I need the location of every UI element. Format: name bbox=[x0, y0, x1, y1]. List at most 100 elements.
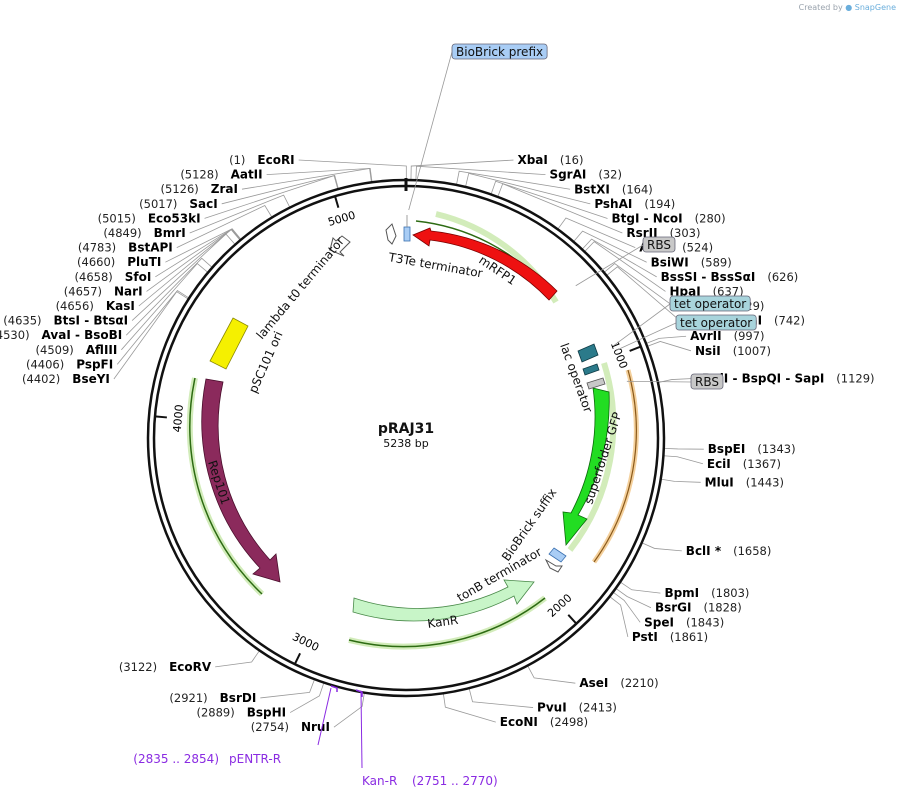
restriction-site[interactable]: BsiWI(589) bbox=[651, 255, 732, 269]
feature-box-label[interactable]: BioBrick prefix bbox=[451, 43, 548, 60]
restriction-site[interactable]: AflIII(4509) bbox=[36, 343, 118, 357]
restriction-site[interactable]: BsrGI(1828) bbox=[655, 601, 742, 615]
restriction-site[interactable]: NruI(2754) bbox=[251, 720, 330, 734]
restriction-site[interactable]: BspHI(2889) bbox=[197, 706, 287, 720]
restriction-site[interactable]: PstI(1861) bbox=[632, 630, 708, 644]
restriction-site[interactable]: KasI(4656) bbox=[56, 299, 135, 313]
site-name: AseI bbox=[579, 676, 608, 690]
restriction-site[interactable]: BtgI - NcoI(280) bbox=[612, 211, 726, 225]
site-connector bbox=[465, 172, 591, 205]
site-name: XbaI bbox=[517, 153, 547, 167]
feature-box-text: tet operator bbox=[674, 297, 746, 311]
site-position: (5128) bbox=[180, 168, 218, 182]
site-name: BsrDI bbox=[220, 691, 257, 705]
site-connector bbox=[410, 159, 514, 181]
feature-box-text: tet operator bbox=[680, 316, 752, 330]
site-connector bbox=[584, 241, 666, 292]
site-connector bbox=[260, 679, 315, 699]
restriction-site[interactable]: Eco53kI(5015) bbox=[98, 211, 201, 225]
feature-box-label[interactable]: RBS bbox=[690, 373, 724, 390]
site-name: SpeI bbox=[644, 615, 674, 629]
feature-box-label[interactable]: RBS bbox=[642, 236, 676, 253]
restriction-site[interactable]: BspEI(1343) bbox=[708, 442, 796, 456]
restriction-site[interactable]: HpaI(637) bbox=[669, 284, 743, 298]
restriction-site[interactable]: NarI(4657) bbox=[64, 284, 143, 298]
restriction-site[interactable]: EcoRI(1) bbox=[229, 153, 295, 167]
restriction-site[interactable]: BseYI(4402) bbox=[22, 372, 110, 386]
feature-superfolder-gfp[interactable]: superfolder GFP bbox=[562, 362, 639, 564]
site-position: (4658) bbox=[75, 270, 113, 284]
restriction-site[interactable]: EciI(1367) bbox=[707, 457, 781, 471]
restriction-site[interactable]: BpmI (1803) bbox=[664, 586, 749, 600]
site-name: BglI - BspQI - SapI bbox=[702, 371, 824, 385]
restriction-site[interactable]: XbaI(16) bbox=[517, 153, 583, 167]
site-lines bbox=[113, 159, 704, 728]
restriction-site[interactable]: BstXI(164) bbox=[574, 182, 653, 196]
site-connector bbox=[603, 263, 674, 307]
site-name: AvaI - BsoBI bbox=[42, 328, 123, 342]
site-position: (1) bbox=[229, 153, 245, 167]
restriction-site[interactable]: BclI *(1658) bbox=[686, 544, 772, 558]
restriction-site[interactable]: BstAPI(4783) bbox=[78, 241, 173, 255]
site-connector bbox=[468, 688, 534, 708]
restriction-site[interactable]: ZraI(5126) bbox=[161, 182, 238, 196]
restriction-site[interactable]: BglI - BspQI - SapI(1129) bbox=[702, 371, 875, 385]
feature-rep101[interactable]: Rep101 bbox=[186, 377, 281, 597]
restriction-site[interactable]: NsiI(1007) bbox=[695, 344, 771, 358]
restriction-site[interactable]: BmrI(4849) bbox=[103, 226, 185, 240]
feature-box-text: RBS bbox=[695, 375, 719, 389]
feature-box-label[interactable]: tet operator bbox=[669, 295, 751, 312]
feature-box-label[interactable]: tet operator bbox=[675, 314, 757, 331]
site-connector bbox=[298, 159, 407, 181]
restriction-site[interactable]: BtsI - BtsαI(4635) bbox=[3, 314, 128, 328]
box-connector bbox=[408, 51, 453, 211]
site-connector bbox=[116, 290, 190, 365]
site-position: (3122) bbox=[119, 660, 157, 674]
restriction-site[interactable]: SacI(5017) bbox=[139, 197, 218, 211]
restriction-site[interactable]: RsrII(303) bbox=[626, 226, 700, 240]
restriction-site[interactable]: PspFI(4406) bbox=[26, 357, 113, 371]
site-connector bbox=[663, 455, 703, 465]
site-name: SacI bbox=[189, 197, 217, 211]
restriction-site[interactable]: EcoNI(2498) bbox=[500, 715, 588, 729]
restriction-site[interactable]: AseI(2210) bbox=[579, 676, 658, 690]
primer-pentr-r[interactable]: (2835 .. 2854) pENTR-R bbox=[133, 685, 338, 766]
restriction-site[interactable]: AvaI - BsoBI (4530) bbox=[0, 328, 122, 342]
primer-kan-r[interactable]: Kan-R (2751 .. 2770) bbox=[355, 689, 498, 788]
tick-mark bbox=[334, 195, 340, 208]
site-name: KasI bbox=[106, 299, 135, 313]
restriction-site[interactable]: SfoI(4658) bbox=[75, 270, 152, 284]
feature-kanr[interactable]: KanR bbox=[348, 579, 547, 650]
site-position: (303) bbox=[670, 226, 701, 240]
restriction-site[interactable]: EcoRV(3122) bbox=[119, 660, 212, 674]
restriction-site[interactable]: BssSI - BssSαI(626) bbox=[661, 270, 799, 284]
tick-label: 5000 bbox=[326, 209, 357, 229]
site-connector bbox=[415, 165, 546, 181]
site-name: PstI bbox=[632, 630, 658, 644]
site-connector bbox=[615, 587, 652, 609]
site-connector bbox=[165, 228, 242, 263]
restriction-site[interactable]: SgrAI(32) bbox=[549, 168, 622, 182]
site-connector bbox=[215, 650, 260, 668]
site-position: (2754) bbox=[251, 720, 289, 734]
site-position: (1658) bbox=[733, 544, 771, 558]
site-name: NsiI bbox=[695, 344, 721, 358]
site-name: BtsI - BtsαI bbox=[54, 314, 129, 328]
restriction-site[interactable]: MluI(1443) bbox=[705, 475, 784, 489]
restriction-site[interactable]: PshAI(194) bbox=[594, 197, 675, 211]
site-name: BpmI bbox=[664, 586, 699, 600]
restriction-site[interactable]: AvrII(997) bbox=[690, 329, 764, 343]
site-position: (1803) bbox=[711, 586, 749, 600]
site-position: (194) bbox=[644, 197, 675, 211]
restriction-site[interactable]: AatII(5128) bbox=[180, 168, 262, 182]
restriction-site[interactable]: PvuI(2413) bbox=[537, 701, 617, 715]
box-connector bbox=[626, 380, 692, 383]
feature-lambda-t0-terminator[interactable]: lambda t0 terminator bbox=[254, 234, 351, 342]
site-name: PluTI bbox=[127, 255, 161, 269]
restriction-site[interactable]: SpeI(1843) bbox=[644, 615, 724, 629]
site-position: (4530) bbox=[0, 328, 30, 342]
site-position: (4657) bbox=[64, 284, 102, 298]
feature-box-text: RBS bbox=[647, 238, 671, 252]
restriction-site[interactable]: BsrDI(2921) bbox=[169, 691, 256, 705]
restriction-site[interactable]: PluTI(4660) bbox=[77, 255, 161, 269]
